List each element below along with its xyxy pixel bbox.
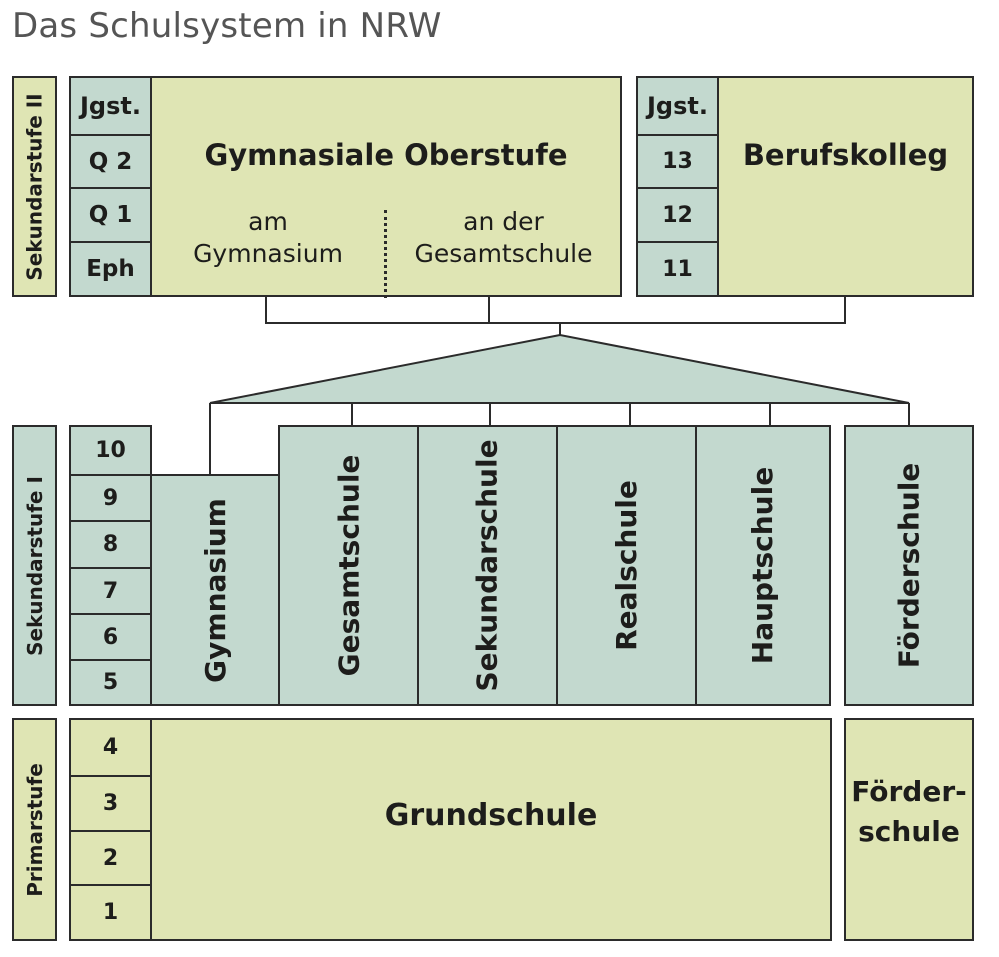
grade-cell: 9	[71, 476, 150, 522]
grade-cell: Eph	[86, 256, 135, 282]
grade-cell: 12	[638, 189, 717, 243]
grade-cell: 13	[638, 136, 717, 189]
grade-cell: 4	[71, 720, 150, 777]
grade-column-sek1: 10 9 8 7 6 5	[69, 425, 152, 706]
sek2-bracket	[265, 296, 846, 324]
berufskolleg-title: Berufskolleg	[742, 138, 949, 172]
grade-cell: 11	[662, 256, 693, 282]
stage-label-sek2: Sekundarstufe II	[12, 76, 57, 297]
stage-label-primar: Primarstufe	[12, 718, 57, 941]
school-foerderschule-primar: Förder- schule	[844, 718, 974, 941]
school-foerderschule-sek1: Förderschule	[844, 425, 974, 706]
school-gymnasium: Gymnasium	[150, 474, 280, 706]
page-title: Das Schulsystem in NRW	[12, 6, 442, 46]
grade-cell: Q 2	[71, 136, 150, 189]
grade-cell: 8	[71, 522, 150, 569]
gymnasiale-oberstufe-title: Gymnasiale Oberstufe	[204, 138, 568, 172]
stage-label-sek1: Sekundarstufe I	[12, 425, 57, 706]
foerderschule-primar-label: Förder- schule	[851, 775, 967, 848]
grade-cell: 5	[102, 670, 119, 695]
grundschule-label: Grundschule	[384, 797, 598, 833]
grade-header: Jgst.	[71, 78, 150, 136]
grade-cell: 2	[71, 832, 150, 886]
grade-cell: 3	[71, 777, 150, 832]
grade-cell: 6	[71, 615, 150, 661]
dotted-divider	[384, 210, 387, 298]
oberstufe-an-der-gesamtschule: an der Gesamtschule	[414, 207, 593, 268]
grade-column-primar: 4 3 2 1	[71, 720, 152, 939]
grade-cell: Q 1	[71, 189, 150, 243]
grade-header: Jgst.	[638, 78, 717, 136]
grade-column-sek2: Jgst. Q 2 Q 1 Eph	[71, 78, 152, 295]
grade-cell: 7	[71, 569, 150, 615]
grundschule-block: 4 3 2 1 Grundschule	[69, 718, 832, 941]
grade-column-bk: Jgst. 13 12 11	[638, 78, 719, 295]
grade-cell: 1	[102, 900, 119, 925]
grade-cell: 10	[71, 427, 150, 476]
school-gesamtschule: Gesamtschule	[278, 425, 419, 706]
berufskolleg-block: Jgst. 13 12 11 Berufskolleg	[636, 76, 974, 297]
school-realschule: Realschule	[556, 425, 697, 706]
oberstufe-am-gymnasium: am Gymnasium	[193, 207, 343, 268]
school-sekundarschule: Sekundarschule	[417, 425, 558, 706]
sek1-roof	[209, 333, 910, 404]
school-hauptschule: Hauptschule	[695, 425, 831, 706]
gymnasiale-oberstufe-block: Jgst. Q 2 Q 1 Eph Gymnasiale Oberstufe a…	[69, 76, 622, 298]
